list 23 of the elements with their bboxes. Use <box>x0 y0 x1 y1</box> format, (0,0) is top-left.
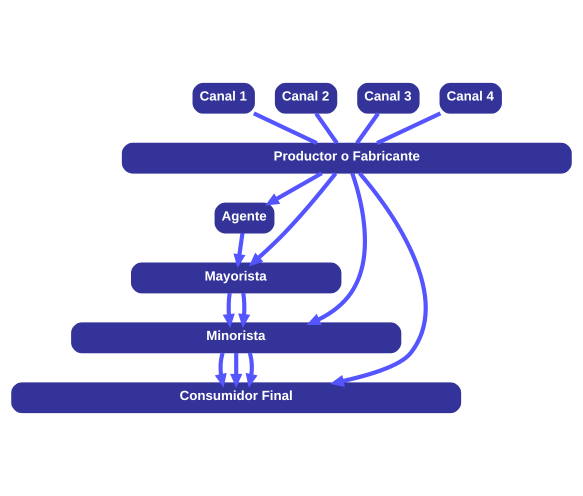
connector <box>376 111 442 146</box>
arrow <box>222 292 235 328</box>
node-box: Mayorista <box>130 262 342 294</box>
node-box: Productor o Fabricante <box>122 142 572 174</box>
connector <box>252 111 318 146</box>
connector <box>355 112 380 144</box>
node-box: Canal 3 <box>357 82 420 114</box>
arrow <box>238 292 250 328</box>
arrow <box>214 352 227 388</box>
connector <box>314 112 339 144</box>
node-box: Minorista <box>71 322 402 354</box>
arrow <box>233 232 246 268</box>
arrow <box>246 352 258 388</box>
arrow <box>230 353 242 388</box>
arrow <box>248 172 338 266</box>
node-box: Canal 2 <box>274 82 338 114</box>
arrow <box>265 171 323 206</box>
node-box: Canal 1 <box>192 82 255 114</box>
node-box: Agente <box>214 202 274 234</box>
arrow <box>306 172 368 325</box>
arrow <box>330 172 428 387</box>
node-box: Consumidor Final <box>11 382 462 414</box>
node-box: Canal 4 <box>440 82 502 114</box>
